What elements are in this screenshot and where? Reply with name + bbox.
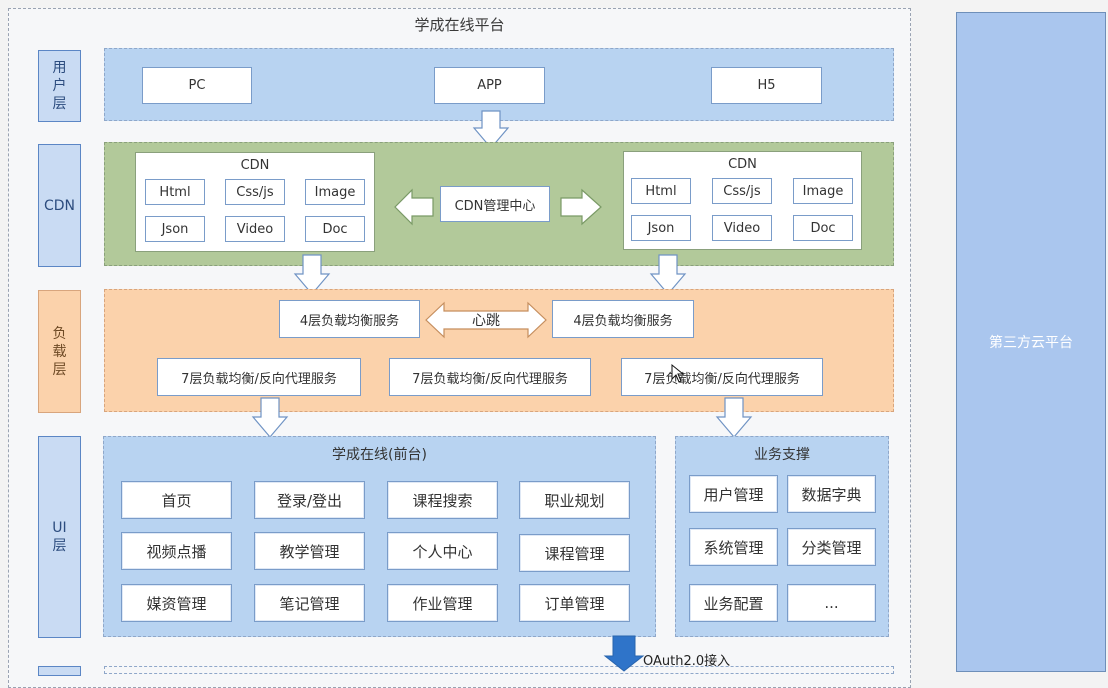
down-arrow-lb-ui-left: [251, 397, 289, 438]
right-arrow-cdn-center: [560, 188, 602, 226]
layer-label-lb-1: 负: [52, 325, 67, 342]
support-item-4: 分类管理: [787, 528, 876, 566]
frontend-item-6: 教学管理: [254, 532, 365, 570]
frontend-item-10: 笔记管理: [254, 584, 365, 622]
frontend-item-11: 作业管理: [387, 584, 498, 622]
l7-proxy-2: 7层负载均衡/反向代理服务: [389, 358, 591, 396]
support-item-6: ...: [787, 584, 876, 622]
layer-label-cdn-text: CDN: [43, 197, 76, 214]
cdn-right-image: Image: [793, 178, 853, 204]
layer-label-user-3: 层: [52, 96, 67, 112]
layer-label-cdn: CDN: [38, 144, 81, 267]
down-arrow-cdn-lb-left: [293, 254, 331, 295]
heartbeat-double-arrow: [425, 301, 547, 339]
support-item-5: 业务配置: [689, 584, 778, 622]
cdn-left-cssjs: Css/js: [225, 179, 285, 205]
layer-label-lb-3: 层: [52, 361, 67, 378]
frontend-item-3: 课程搜索: [387, 481, 498, 519]
down-arrow-lb-ui-right: [715, 397, 753, 438]
down-arrow-cdn-lb-right: [649, 254, 687, 295]
cdn-left-image: Image: [305, 179, 365, 205]
l7-proxy-3: 7层负载均衡/反向代理服务: [621, 358, 823, 396]
mouse-cursor-icon: [671, 363, 685, 383]
third-party-cloud-label: 第三方云平台: [989, 335, 1073, 351]
cdn-left-doc: Doc: [305, 216, 365, 242]
frontend-item-4: 职业规划: [519, 481, 630, 519]
cdn-right-video: Video: [712, 215, 772, 241]
client-pc: PC: [142, 67, 252, 104]
l4-lb-right: 4层负载均衡服务: [552, 300, 694, 338]
cdn-node-left-title: CDN: [240, 158, 270, 173]
support-item-2: 数据字典: [787, 475, 876, 513]
frontend-item-5: 视频点播: [121, 532, 232, 570]
client-h5: H5: [711, 67, 822, 104]
frontend-item-12: 订单管理: [519, 584, 630, 622]
cdn-node-right-title: CDN: [728, 157, 757, 172]
heartbeat-label: 心跳: [472, 313, 500, 329]
cdn-left-html: Html: [145, 179, 205, 205]
layer-label-next: [38, 666, 81, 676]
layer-label-ui-1: UI: [52, 520, 67, 536]
left-arrow-cdn-center: [394, 188, 434, 226]
cdn-management-center: CDN管理中心: [440, 186, 550, 222]
frontend-item-7: 个人中心: [387, 532, 498, 570]
support-item-1: 用户管理: [689, 475, 778, 513]
third-party-cloud-panel: 第三方云平台: [956, 12, 1106, 672]
layer-label-ui-2: 层: [52, 538, 67, 554]
l7-proxy-1: 7层负载均衡/反向代理服务: [157, 358, 361, 396]
oauth-down-arrow: [603, 635, 645, 672]
layer-label-lb-2: 载: [52, 343, 67, 360]
cdn-right-html: Html: [631, 178, 691, 204]
next-layer-band: [104, 666, 894, 674]
down-arrow-user-cdn: [472, 110, 510, 149]
l4-lb-left: 4层负载均衡服务: [279, 300, 420, 338]
frontend-item-9: 媒资管理: [121, 584, 232, 622]
support-item-3: 系统管理: [689, 528, 778, 566]
cdn-left-json: Json: [145, 216, 205, 242]
cdn-right-doc: Doc: [793, 215, 853, 241]
frontend-title: 学成在线(前台): [332, 447, 427, 463]
platform-title: 学成在线平台: [414, 16, 505, 34]
frontend-item-8: 课程管理: [519, 534, 630, 572]
layer-label-user-2: 户: [52, 78, 67, 94]
layer-label-user: 用 户 层: [38, 50, 81, 122]
cdn-left-video: Video: [225, 216, 285, 242]
layer-label-lb: 负 载 层: [38, 290, 81, 413]
oauth-label: OAuth2.0接入: [643, 654, 731, 669]
layer-label-ui: UI 层: [38, 436, 81, 638]
cdn-right-json: Json: [631, 215, 691, 241]
support-title: 业务支撑: [754, 447, 810, 463]
client-app: APP: [434, 67, 545, 104]
layer-label-user-1: 用: [52, 60, 67, 76]
frontend-item-1: 首页: [121, 481, 232, 519]
frontend-item-2: 登录/登出: [254, 481, 365, 519]
cdn-right-cssjs: Css/js: [712, 178, 772, 204]
